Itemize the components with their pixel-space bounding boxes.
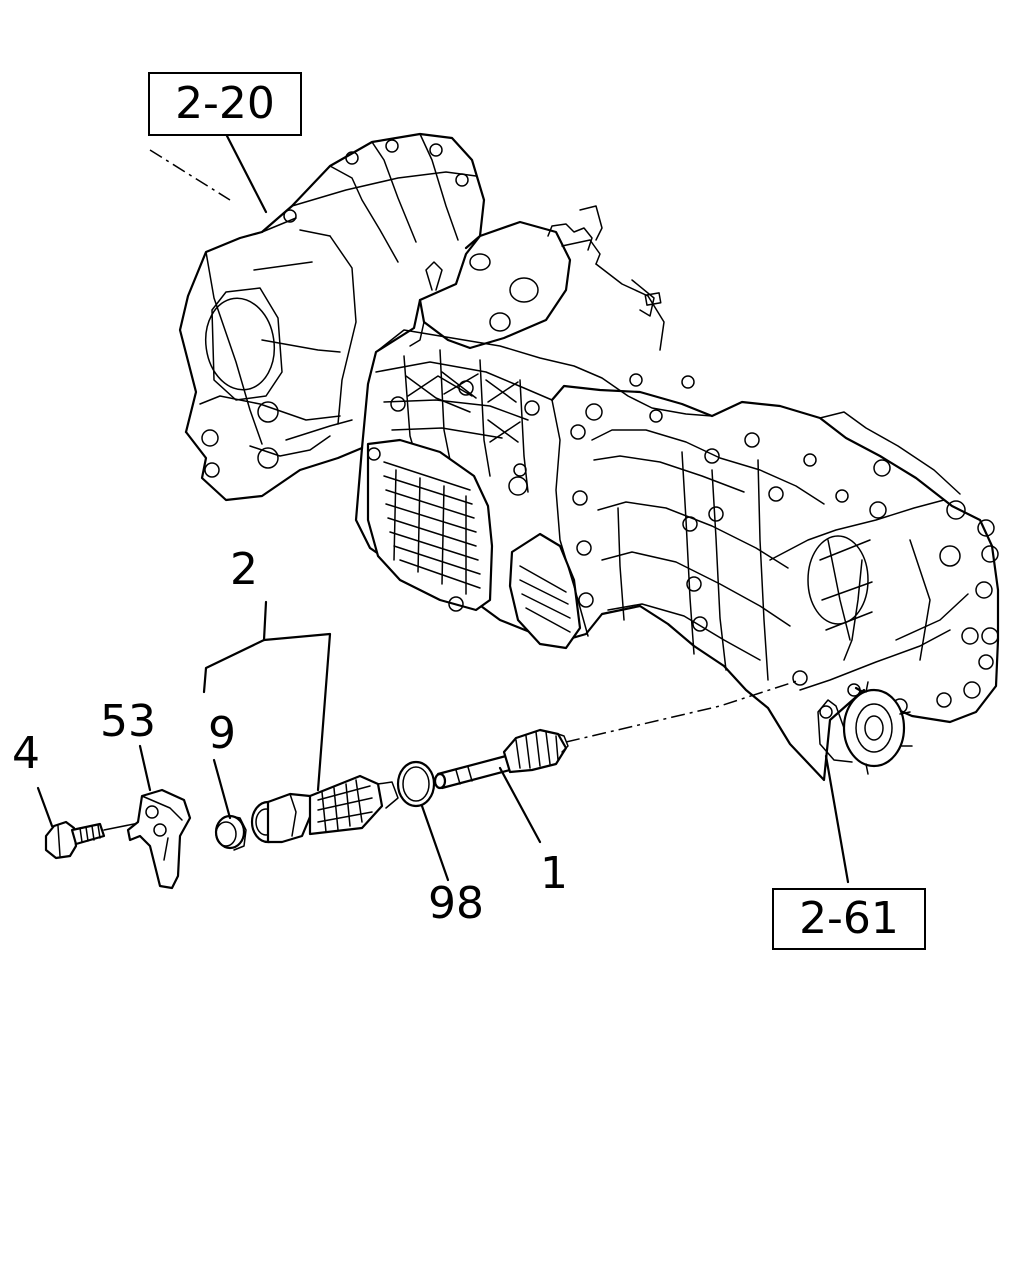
leader-2-left xyxy=(202,600,268,694)
callout-seal: 9 xyxy=(208,708,236,759)
callout-sensor-assembly: 2 xyxy=(230,544,258,595)
transmission-assembly xyxy=(149,132,1000,782)
reference-label-lower: 2-61 xyxy=(799,893,899,944)
seal-part xyxy=(214,814,247,851)
leader-4 xyxy=(36,786,54,828)
leader-2-right xyxy=(262,632,332,792)
leader-2-20 xyxy=(224,132,268,214)
callout-bolt: 4 xyxy=(12,728,40,779)
shaft-part xyxy=(433,728,569,790)
o-ring-part xyxy=(396,760,436,808)
output-flange xyxy=(817,681,913,775)
callout-shaft: 1 xyxy=(540,848,568,899)
leader-9 xyxy=(212,758,232,820)
reference-box-lower: 2-61 xyxy=(772,888,926,950)
reference-label-upper: 2-20 xyxy=(175,78,275,129)
bolt-part xyxy=(44,820,145,860)
leader-1 xyxy=(498,766,542,844)
leader-98 xyxy=(420,804,450,882)
sensor-part xyxy=(250,774,399,844)
leader-53 xyxy=(138,744,152,792)
reference-box-upper: 2-20 xyxy=(148,72,302,136)
leader-2-61 xyxy=(824,754,850,884)
bracket-part xyxy=(126,788,192,890)
callout-o-ring: 98 xyxy=(428,878,484,929)
callout-bracket: 53 xyxy=(100,696,156,747)
